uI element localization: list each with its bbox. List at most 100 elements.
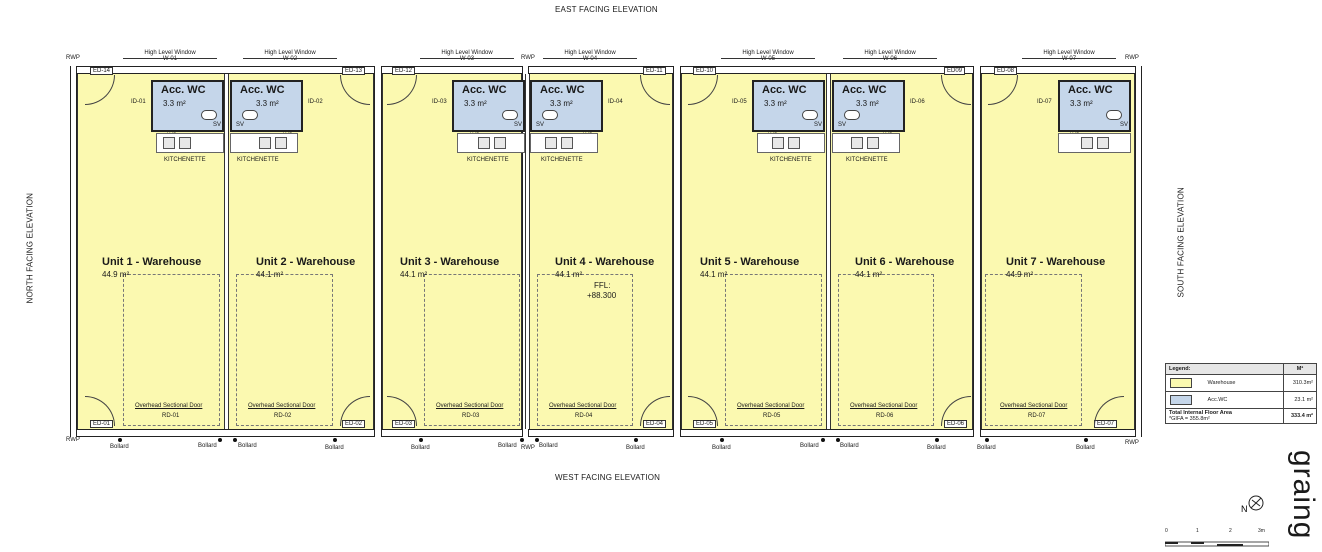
- divider-5-6: [826, 74, 831, 429]
- int-door-label: ID-04: [608, 99, 623, 105]
- north-wall: [70, 66, 1142, 74]
- sink-icon: [772, 137, 784, 149]
- roller-door-id: RD-06: [876, 413, 894, 419]
- bollard-label: Bollard: [325, 445, 344, 451]
- window-title: High Level Window: [441, 50, 493, 56]
- legend-row-value: 23.1 m²: [1283, 391, 1317, 409]
- window-line-w04: [543, 58, 637, 59]
- legend-row-name: Warehouse: [1207, 380, 1236, 387]
- wc-room-unit-2: Acc. WC 3.3 m² SV: [230, 80, 303, 132]
- unit-title: Unit 6 - Warehouse: [855, 256, 955, 268]
- bollard-marker: [520, 438, 524, 442]
- legend-header-unit: M²: [1283, 363, 1317, 375]
- divider-1-2: [224, 74, 229, 429]
- party-wall-5-6: [673, 66, 681, 437]
- window-title: High Level Window: [742, 50, 794, 56]
- wc-room-unit-6: Acc. WC 3.3 m² SV: [832, 80, 905, 132]
- window-id: W-03: [459, 56, 475, 62]
- roller-door-id: RD-02: [274, 413, 292, 419]
- window-line-w02: [243, 58, 337, 59]
- wc-area: 3.3 m²: [256, 99, 279, 108]
- bollard-label: Bollard: [712, 445, 731, 451]
- kitchenette-label: KITCHENETTE: [770, 157, 812, 163]
- window-id: W-05: [760, 56, 776, 62]
- sink-icon: [494, 137, 506, 149]
- wc-title: Acc. WC: [762, 84, 807, 96]
- svg-text:N: N: [1241, 504, 1248, 514]
- legend-total-cell: Total Internal Floor Area *GIFA = 355.8m…: [1165, 408, 1284, 424]
- window-line-w06: [843, 58, 937, 59]
- kitchenette-unit-4: [530, 133, 598, 153]
- window-title: High Level Window: [864, 50, 916, 56]
- sv-label: SV: [1120, 122, 1129, 128]
- bollard-label: Bollard: [1076, 445, 1095, 451]
- bollard-marker: [720, 438, 724, 442]
- wc-area: 3.3 m²: [1070, 99, 1093, 108]
- bollard-marker: [985, 438, 989, 442]
- wc-title: Acc. WC: [540, 84, 585, 96]
- bollard-marker: [218, 438, 222, 442]
- kitchenette-unit-2: [230, 133, 298, 153]
- kitchenette-unit-6: [832, 133, 900, 153]
- bollard-label: Bollard: [626, 445, 645, 451]
- wc-title: Acc. WC: [1068, 84, 1113, 96]
- sink-icon: [259, 137, 271, 149]
- bollard-marker: [233, 438, 237, 442]
- scale-bar: [1164, 534, 1270, 547]
- window-line-w07: [1022, 58, 1116, 59]
- wc-area: 3.3 m²: [464, 99, 487, 108]
- east-elevation-label: EAST FACING ELEVATION: [555, 5, 658, 14]
- toilet-fixture: [1106, 110, 1122, 120]
- party-wall-6-7: [973, 66, 981, 437]
- int-door-label: ID-06: [910, 99, 925, 105]
- bollard-marker: [935, 438, 939, 442]
- unit-title: Unit 2 - Warehouse: [256, 256, 356, 268]
- bollard-label: Bollard: [498, 443, 517, 449]
- scale-label: 2: [1229, 528, 1232, 534]
- wc-swatch: [1170, 395, 1192, 405]
- wc-title: Acc. WC: [161, 84, 206, 96]
- bollard-label: Bollard: [198, 443, 217, 449]
- sv-label: SV: [838, 122, 847, 128]
- bollard-label: Bollard: [927, 445, 946, 451]
- roller-door-id: RD-04: [575, 413, 593, 419]
- wc-area: 3.3 m²: [856, 99, 879, 108]
- sink-icon: [788, 137, 800, 149]
- wc-area: 3.3 m²: [163, 99, 186, 108]
- sink-icon: [163, 137, 175, 149]
- scale-label: 0: [1165, 528, 1168, 534]
- legend-row-wc: Acc.WC: [1165, 391, 1284, 409]
- bollard-marker: [419, 438, 423, 442]
- door-zone-unit-1: [123, 274, 220, 426]
- overhead-door-label: Overhead Sectional Door: [737, 403, 805, 409]
- legend-total-value: 333.4 m²: [1283, 408, 1317, 424]
- wc-title: Acc. WC: [842, 84, 887, 96]
- roller-door-id: RD-07: [1028, 413, 1046, 419]
- overhead-door-label: Overhead Sectional Door: [1000, 403, 1068, 409]
- door-zone-unit-3: [424, 274, 520, 426]
- legend-total-label: Total Internal Floor Area: [1169, 410, 1232, 416]
- toilet-fixture: [242, 110, 258, 120]
- unit-area: 44.9 m²: [102, 270, 130, 279]
- sink-icon: [275, 137, 287, 149]
- wc-area: 3.3 m²: [550, 99, 573, 108]
- ext-door-tag: ED-10: [693, 67, 717, 75]
- door-zone-unit-2: [236, 274, 333, 426]
- unit-area: 44.1 m²: [256, 270, 284, 279]
- int-door-label: ID-03: [432, 99, 447, 105]
- window-line-w05: [721, 58, 815, 59]
- int-door-label: ID-05: [732, 99, 747, 105]
- window-id: W-02: [282, 56, 298, 62]
- north-arrow-icon: N: [1240, 492, 1266, 518]
- ffl-label: FFL:: [594, 281, 611, 290]
- door-zone-unit-7: [985, 274, 1082, 426]
- sink-icon: [867, 137, 879, 149]
- roller-door-id: RD-05: [763, 413, 781, 419]
- toilet-fixture: [502, 110, 518, 120]
- toilet-fixture: [844, 110, 860, 120]
- overhead-door-label: Overhead Sectional Door: [850, 403, 918, 409]
